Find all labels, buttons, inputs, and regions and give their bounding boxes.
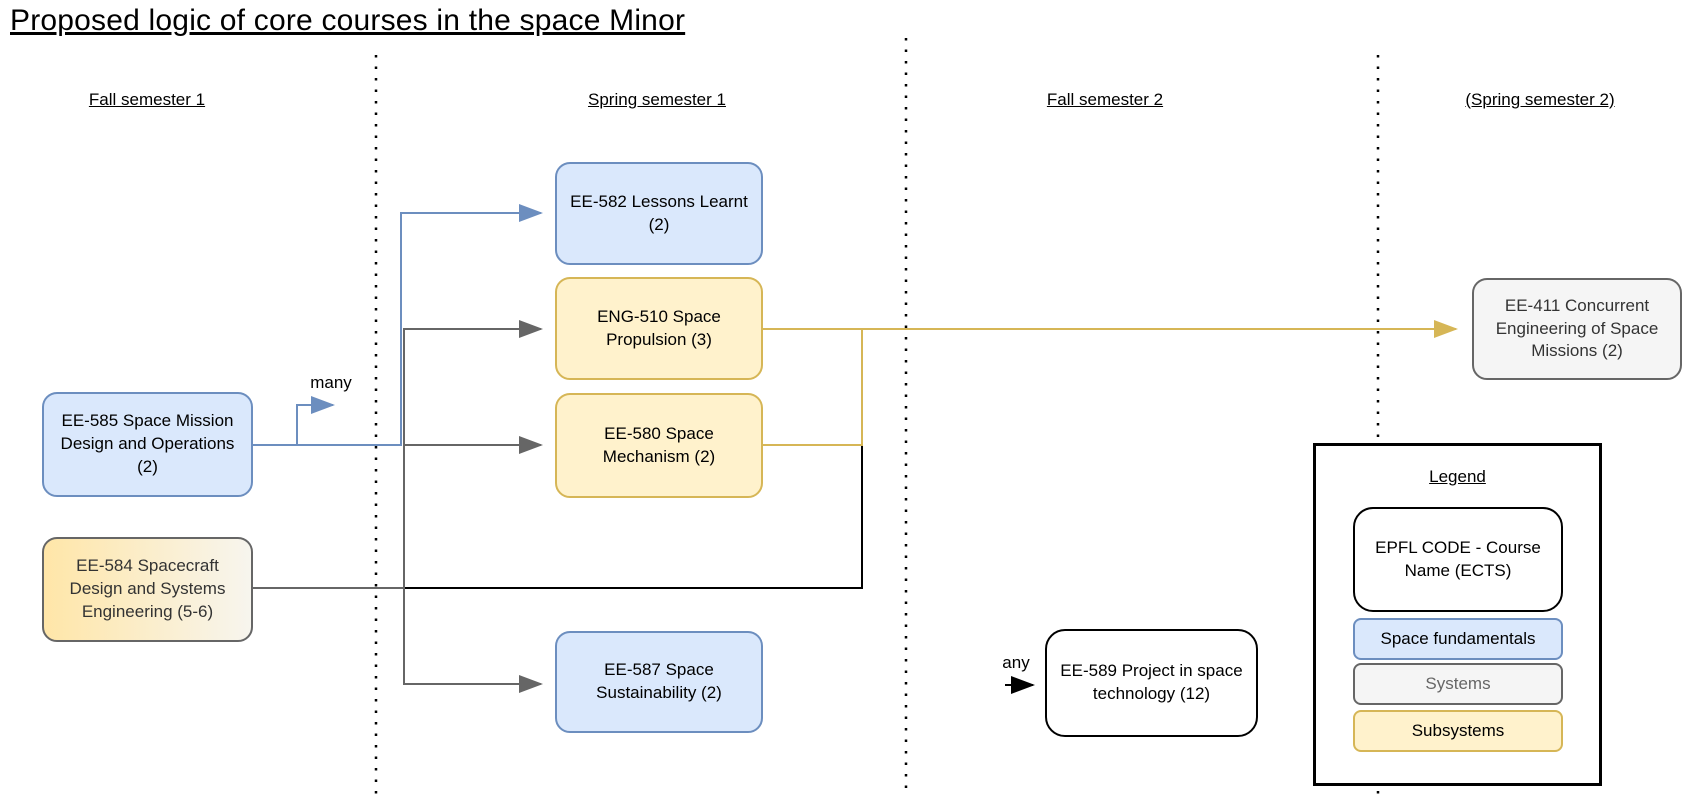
legend-item-subsystems: Subsystems (1353, 710, 1563, 752)
column-header-spring-semester-2: (Spring semester 2) (1465, 90, 1615, 109)
course-node-eng510: ENG-510 Space Propulsion (3) (555, 277, 763, 380)
edge-ee584-ee587 (403, 588, 543, 693)
legend-item-systems: Systems (1353, 663, 1563, 705)
column-header-spring-semester-1: Spring semester 1 (588, 90, 726, 109)
edge-ee585-many (296, 396, 335, 445)
edge-ee580-merge (763, 329, 863, 446)
course-node-ee587: EE-587 Space Sustainability (2) (555, 631, 763, 733)
course-node-ee580: EE-580 Space Mechanism (2) (555, 393, 763, 498)
legend-item-space-fundamentals: Space fundamentals (1353, 618, 1563, 660)
legend-title: Legend (1429, 467, 1486, 486)
column-header-fall-semester-1: Fall semester 1 (88, 90, 206, 109)
course-node-ee584: EE-584 Spacecraft Design and Systems Eng… (42, 537, 253, 642)
course-node-ee411: EE-411 Concurrent Engineering of Space M… (1472, 278, 1682, 380)
edge-ee584-merge (253, 445, 863, 589)
course-node-ee585: EE-585 Space Mission Design and Operatio… (42, 392, 253, 497)
column-header-fall-semester-2: Fall semester 2 (1046, 90, 1164, 109)
page-title: Proposed logic of core courses in the sp… (10, 4, 686, 37)
course-node-ee589: EE-589 Project in space technology (12) (1045, 629, 1258, 737)
edge-label-any: any (1002, 653, 1030, 672)
edge-ee584-eng510 (253, 320, 543, 589)
course-node-ee582: EE-582 Lessons Learnt (2) (555, 162, 763, 265)
legend-sample-node: EPFL CODE - Course Name (ECTS) (1353, 507, 1563, 612)
edge-ee585-ee582 (253, 204, 543, 446)
edge-label-many: many (310, 373, 352, 392)
legend-box: Legend EPFL CODE - Course Name (ECTS) Sp… (1313, 443, 1602, 786)
